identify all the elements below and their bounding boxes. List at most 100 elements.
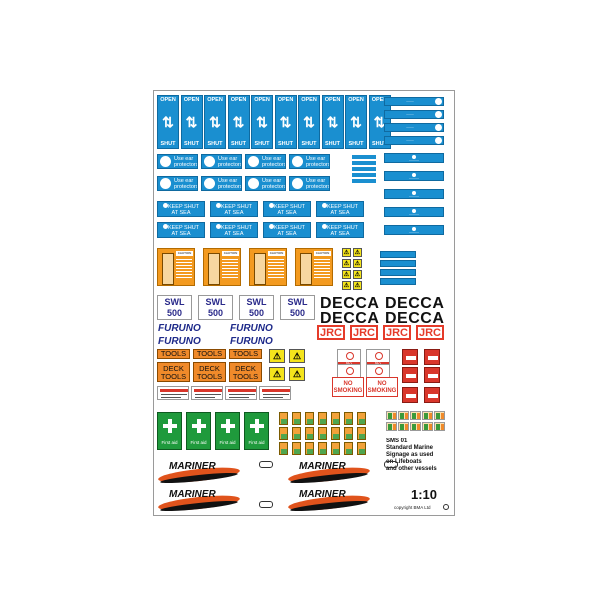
first-aid-label: First aid (187, 440, 210, 445)
first-aid-label: First aid (216, 440, 239, 445)
tools-label: TOOLS (232, 372, 259, 381)
open-label: OPEN (254, 97, 270, 103)
label-line (229, 397, 249, 398)
warning-triangle-icon: ⚠ (289, 367, 305, 381)
open-shut-sign: OPEN⇅SHUT (204, 95, 226, 149)
first-aid-label: First aid (158, 440, 181, 445)
first-aid-text: First aid (190, 440, 207, 445)
furuno-logo: FURUNO (158, 324, 226, 334)
info-icon (268, 203, 274, 208)
swl-line2: 500 Kgs (248, 308, 265, 318)
mini-label (292, 442, 301, 455)
wear-strip: ———— (384, 207, 444, 217)
first-aid-text: First aid (248, 440, 265, 445)
warning-strip: ——— (384, 123, 444, 132)
jrc-logo: JRC (317, 325, 345, 340)
warning-triangle-icon: ⚠ (342, 281, 351, 290)
ear-line1: Use ear (306, 177, 326, 184)
label-line (263, 394, 289, 395)
mini-label (279, 427, 288, 440)
deck-label: DECK (199, 364, 220, 373)
jrc-label: JRC (385, 327, 408, 339)
decal-mark (417, 424, 420, 430)
red-white-panel (424, 367, 440, 383)
decal-mark (417, 413, 420, 419)
keep-shut-line2: AT SEA (277, 210, 297, 216)
open-shut-sign: OPEN⇅SHUT (345, 95, 367, 149)
decca-logo: DECCA (385, 310, 444, 328)
first-aid-label: First aid (245, 440, 268, 445)
mini-label-mark (307, 434, 313, 439)
red-white-panel (402, 349, 418, 365)
decal-mark (441, 424, 444, 430)
info-icon (435, 137, 442, 144)
no-smoking-icon (375, 352, 383, 360)
shut-label: SHUT (372, 141, 387, 147)
open-label: OPEN (301, 97, 317, 103)
decca-label: DECCA (385, 310, 445, 327)
arrow-icon: ⇅ (303, 114, 315, 130)
arrow-icon: ⇅ (279, 114, 292, 130)
strip-text: ———— (409, 177, 419, 180)
red-white-panel (402, 387, 418, 403)
open-label: OPEN (230, 97, 247, 103)
ear-line2: protectors (174, 161, 198, 168)
mini-label (279, 412, 288, 425)
arrow-icon: ⇅ (326, 114, 339, 130)
ear-line2: protectors (262, 183, 286, 190)
info-icon (412, 173, 416, 177)
ear-protector-icon (160, 178, 171, 189)
furuno-logo: FURUNO (230, 324, 298, 334)
mini-label-mark (333, 419, 339, 424)
keep-shut-line2: AT SEA (277, 231, 297, 237)
wear-strip: ———— (384, 171, 444, 181)
mariner-logo: MARINER (169, 461, 216, 472)
lever-icon (254, 253, 266, 285)
tools-sign: TOOLS (193, 349, 226, 359)
open-label: OPEN (277, 97, 294, 103)
instruction-lines (314, 259, 330, 279)
tools-label: TOOLS (196, 372, 223, 381)
tools-label: TOOLS (160, 372, 187, 381)
tools-sign: TOOLS (229, 349, 262, 359)
info-icon (215, 203, 221, 208)
decal-mark (400, 413, 404, 419)
shut-label: SHUT (231, 141, 246, 147)
decal-mark (424, 424, 428, 430)
mini-label-mark (294, 419, 300, 424)
arrow-icon: ⇅ (185, 114, 198, 130)
ear-line1: Use ear (306, 155, 326, 162)
info-icon (412, 209, 416, 213)
info-icon (162, 224, 168, 229)
copyright-text: copyright BMA Ltd (394, 505, 431, 510)
label-line (228, 389, 256, 392)
tools-label: TOOLS (160, 349, 187, 358)
label-line (195, 397, 215, 398)
shut-label: SHUT (184, 141, 199, 147)
label-line (161, 394, 187, 395)
info-line3: Signage as used (386, 452, 434, 458)
arrow-icon: ⇅ (373, 114, 386, 130)
open-label: OPEN (348, 97, 364, 103)
caution-header: CAUTION (268, 251, 285, 256)
blue-icon-strip (380, 251, 416, 258)
panel-stripe (428, 394, 438, 398)
panel-stripe (406, 394, 416, 398)
first-aid-sign: First aid (244, 412, 269, 450)
instruction-lines (268, 259, 284, 279)
warning-strip: ——— (384, 97, 444, 106)
instruction-lines (222, 259, 238, 279)
registered-mark-icon (443, 504, 449, 510)
swl-line2: 500 Kgs (289, 308, 306, 318)
mini-label-mark (346, 434, 352, 439)
mini-label-mark (320, 449, 326, 454)
